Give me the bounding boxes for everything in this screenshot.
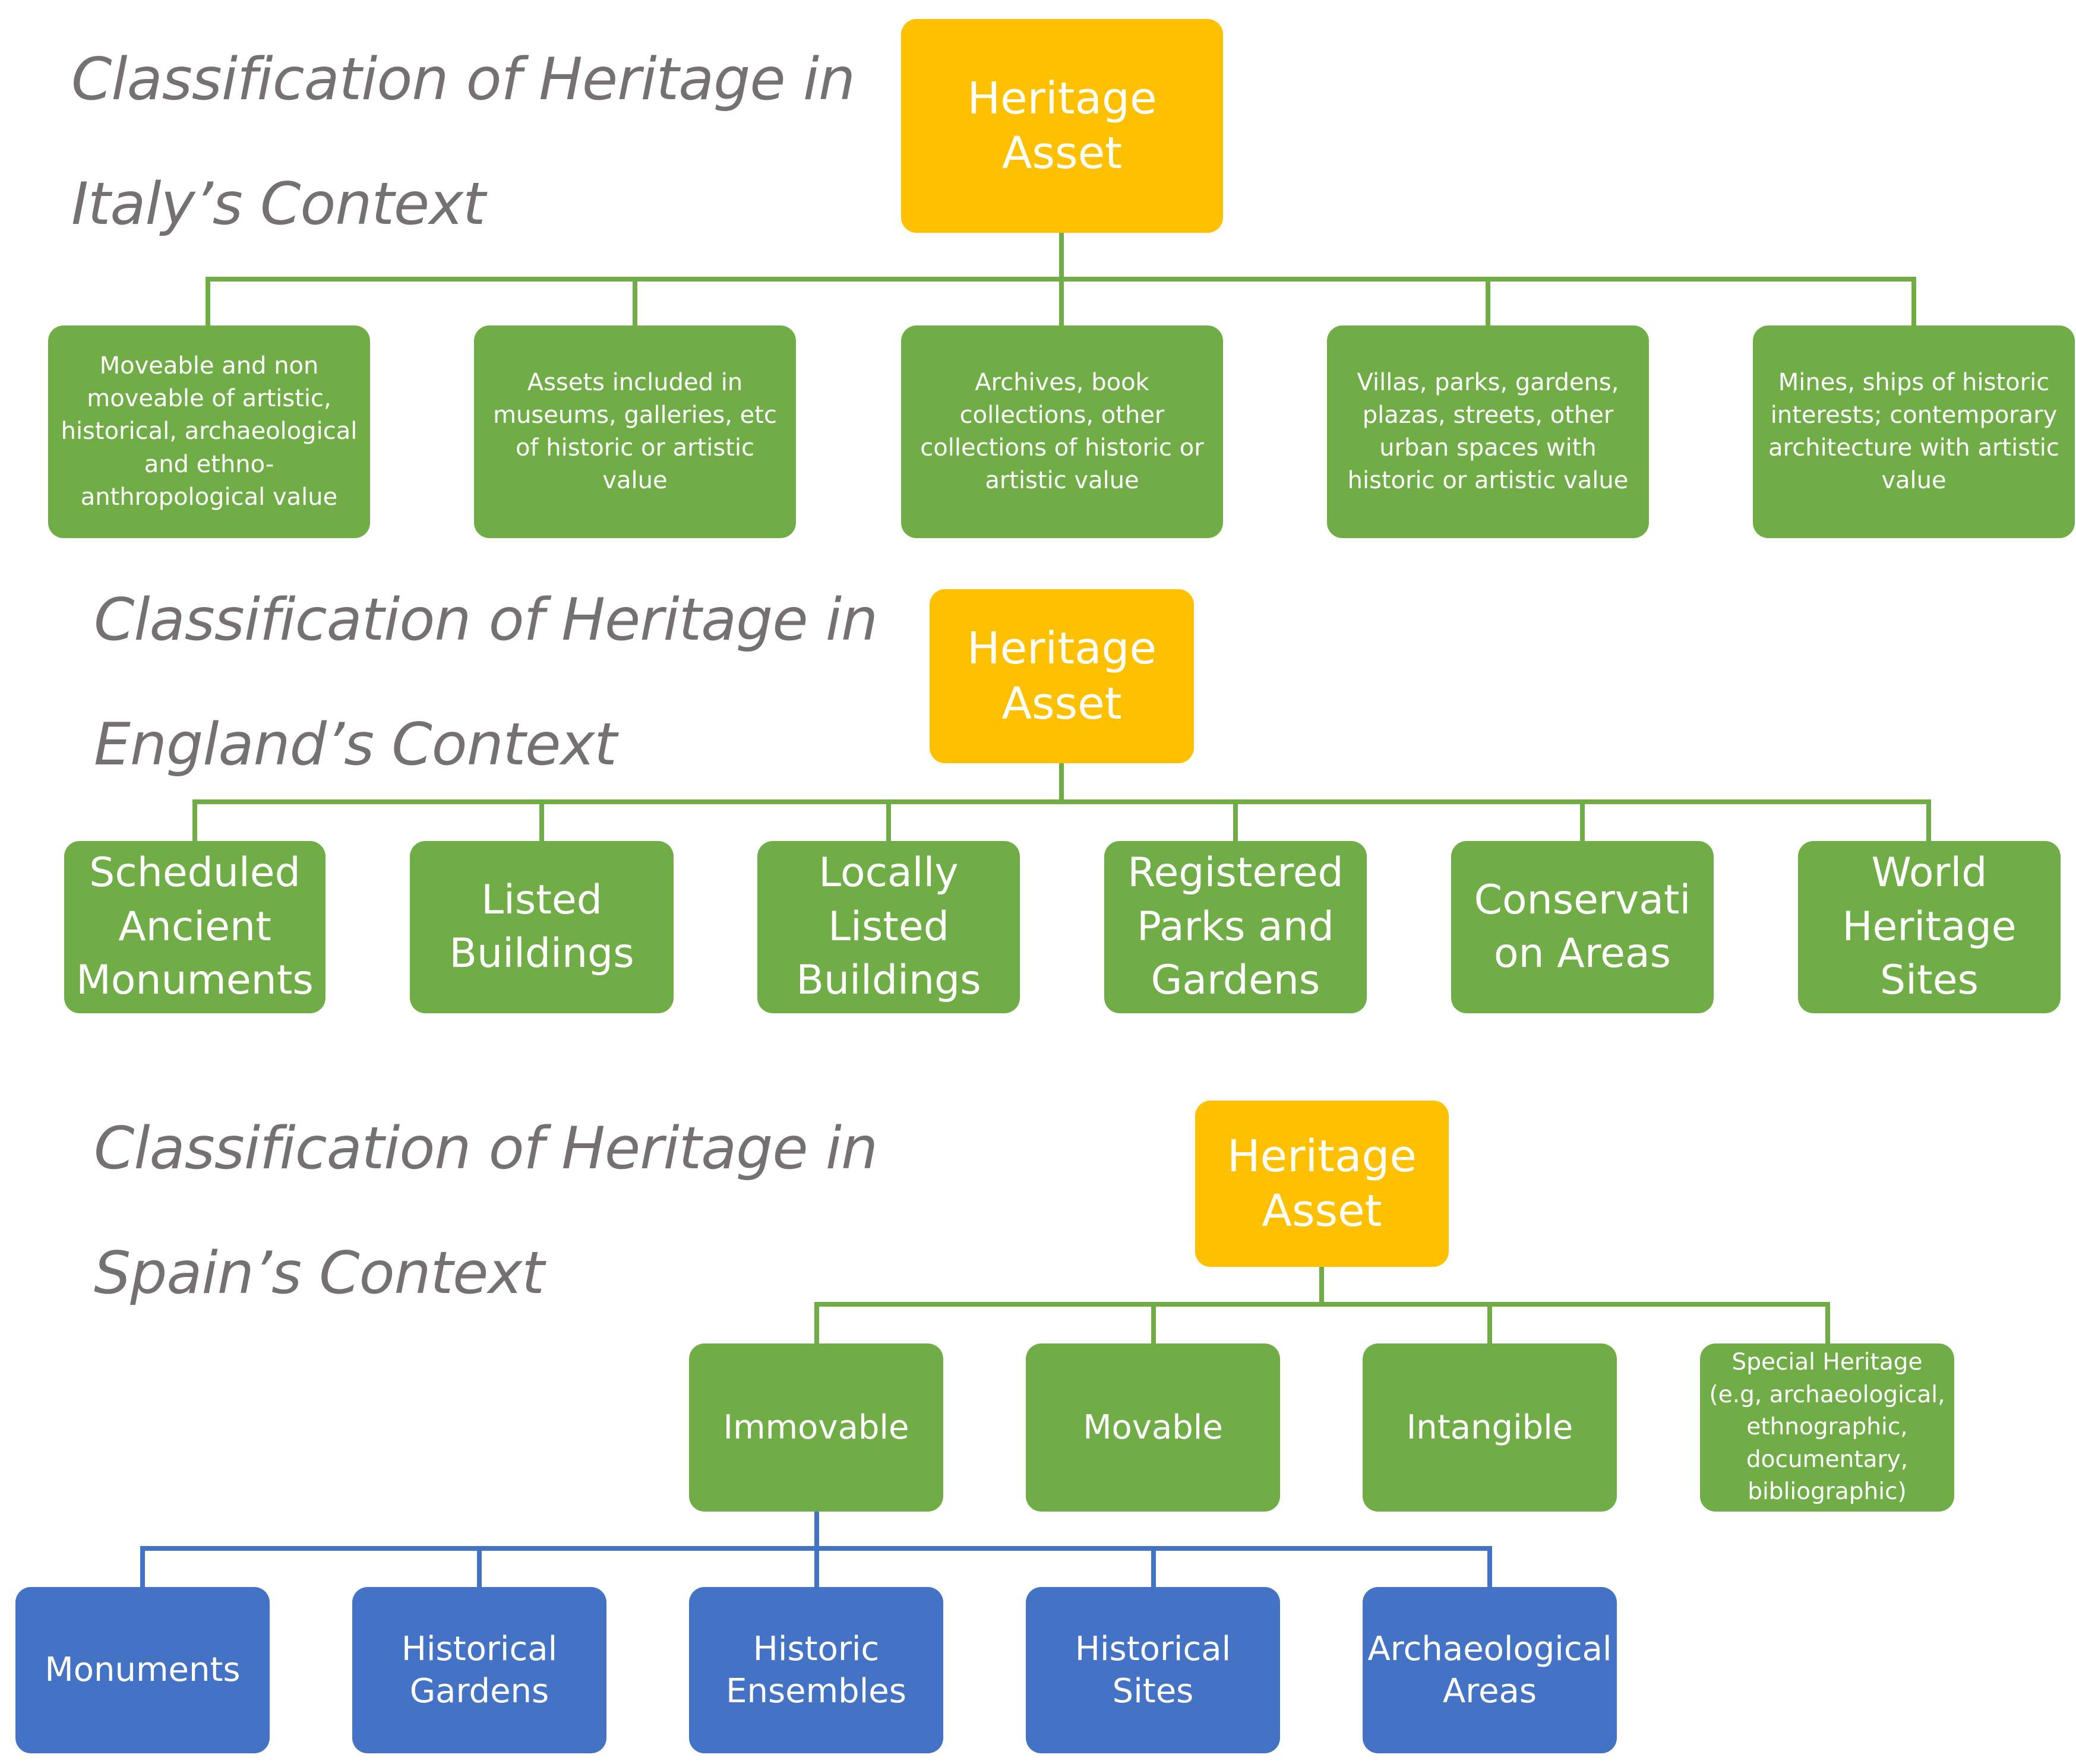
- italy-node-mines: Mines, ships of historic interests; cont…: [1753, 325, 2075, 538]
- italy-root-node: Heritage Asset: [901, 19, 1223, 233]
- england-node-scheduled-monuments: Scheduled Ancient Monuments: [64, 841, 326, 1013]
- england-title-line2: England’s Context: [94, 711, 617, 779]
- england-node-listed-buildings: Listed Buildings: [410, 841, 674, 1013]
- spain-title-line1: Classification of Heritage in: [94, 1115, 878, 1183]
- italy-node-moveable: Moveable and non moveable of artistic, h…: [48, 325, 370, 538]
- spain-root-node: Heritage Asset: [1195, 1101, 1449, 1267]
- italy-node-museums: Assets included in museums, galleries, e…: [474, 325, 796, 538]
- italy-title-line2: Italy’s Context: [71, 170, 486, 238]
- spain-node-monuments: Monuments: [15, 1587, 270, 1753]
- england-node-parks-gardens: Registered Parks and Gardens: [1104, 841, 1367, 1013]
- spain-node-intangible: Intangible: [1363, 1343, 1617, 1512]
- italy-node-villas: Villas, parks, gardens, plazas, streets,…: [1327, 325, 1649, 538]
- england-node-world-heritage: World Heritage Sites: [1798, 841, 2061, 1013]
- spain-node-special-heritage: Special Heritage (e.g, archaeological, e…: [1700, 1343, 1954, 1512]
- italy-node-archives: Archives, book collections, other collec…: [901, 325, 1223, 538]
- spain-node-archaeological-areas: Archaeological Areas: [1363, 1587, 1617, 1753]
- england-node-conservation-areas: Conservati on Areas: [1451, 841, 1714, 1013]
- spain-node-movable: Movable: [1026, 1343, 1280, 1512]
- england-node-locally-listed: Locally Listed Buildings: [757, 841, 1020, 1013]
- spain-node-immovable: Immovable: [689, 1343, 943, 1512]
- spain-node-historic-ensembles: Historic Ensembles: [689, 1587, 943, 1753]
- england-root-node: Heritage Asset: [930, 589, 1194, 763]
- spain-node-historical-gardens: Historical Gardens: [352, 1587, 606, 1753]
- italy-title-line1: Classification of Heritage in: [71, 46, 855, 113]
- spain-node-historical-sites: Historical Sites: [1026, 1587, 1280, 1753]
- spain-title-line2: Spain’s Context: [94, 1240, 545, 1307]
- england-title-line1: Classification of Heritage in: [94, 586, 878, 654]
